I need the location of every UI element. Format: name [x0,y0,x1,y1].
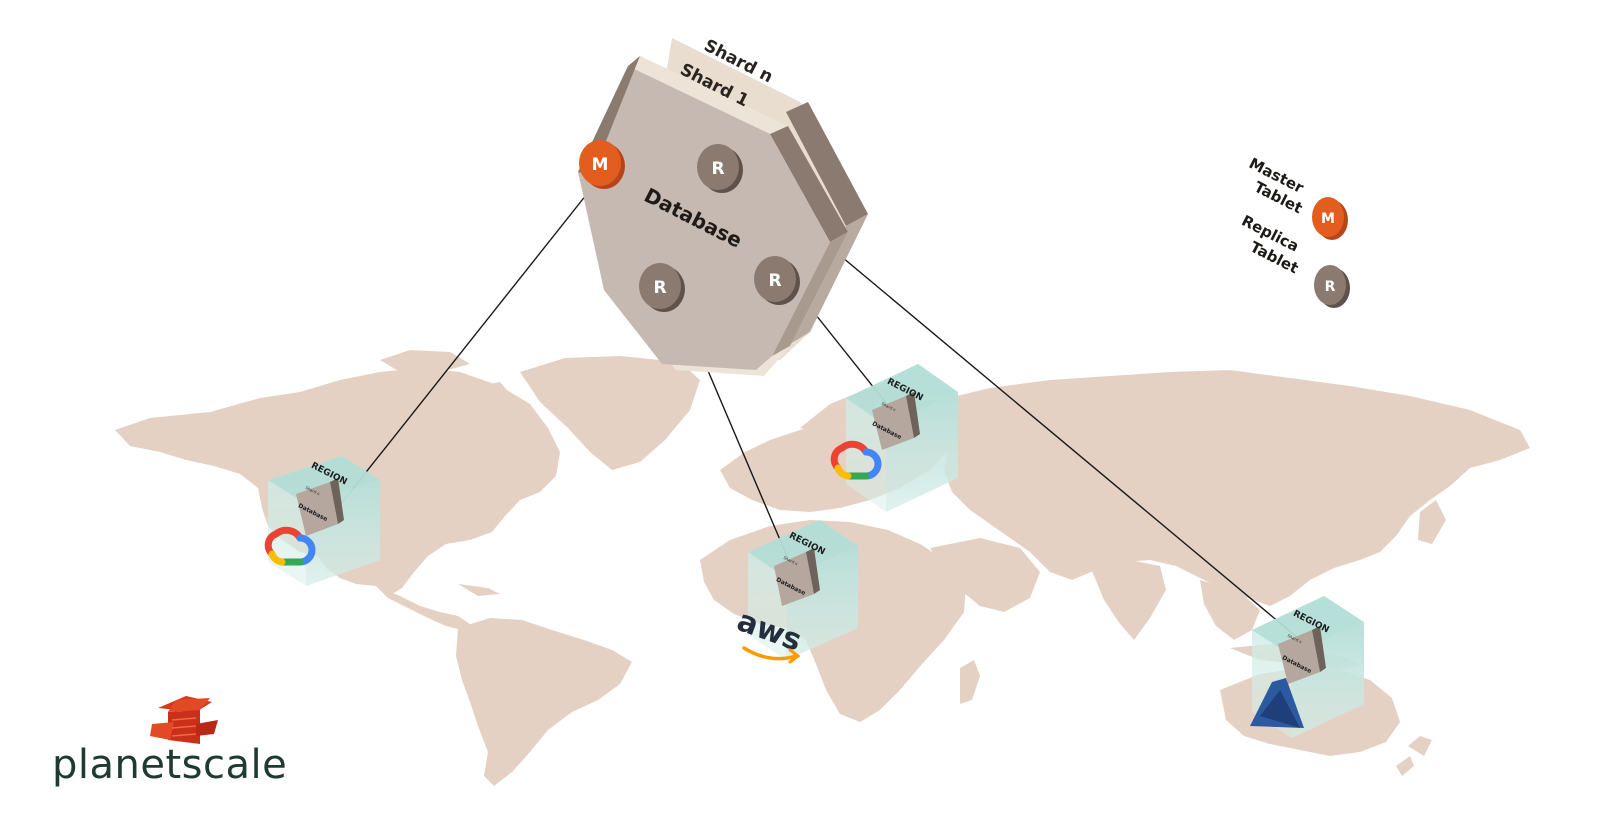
landmass-madagascar [960,660,980,704]
landmass-south-america [456,618,632,786]
replica-tablet-letter: R [711,159,724,179]
region-north-america[interactable]: REGION Shard n Database [268,456,380,586]
google-cloud-icon [830,440,882,480]
google-cloud-icon [264,526,316,566]
replica-tablet-letter: R [653,278,666,298]
azure-icon [1250,678,1304,728]
replica-tablet-top[interactable]: R [697,144,743,193]
region-shard-text: Shard n [305,485,321,497]
replica-tablet-bottom[interactable]: R [639,263,685,312]
landmass-arctic-islands [380,350,470,372]
database-cluster: Shard n Shard 1 Database M R R R [578,36,868,376]
landmass-new-zealand [1408,736,1432,756]
master-tablet-letter: M [592,155,609,175]
legend: Master Tablet M Replica Tablet R [1239,154,1350,308]
legend-master-letter: M [1321,211,1335,227]
region-shard-text: Shard n [783,555,799,567]
region-shard-text: Shard n [1287,633,1303,645]
landmass-asia [940,370,1530,606]
legend-replica-letter: R [1325,279,1336,295]
legend-replica-swatch: R [1314,265,1350,308]
landmass-japan [1418,500,1446,544]
landmass-greenland [520,356,700,470]
legend-master-swatch: M [1312,197,1348,240]
region-europe[interactable]: REGION Shard n Database [846,364,958,512]
landmass-central-america [376,586,470,630]
landmass-india [1090,560,1166,640]
master-tablet[interactable]: M [579,140,625,189]
replica-tablet-letter: R [768,271,781,291]
replica-tablet-right[interactable]: R [754,256,800,305]
region-shard-text: Shard n [881,401,897,413]
landmass-southeast-asia [1200,580,1260,640]
region-africa[interactable]: REGION Shard n Database [748,520,858,660]
brand-name: planetscale [52,742,288,788]
landmass-uk [738,454,766,484]
planetscale-logo-icon [150,696,218,744]
landmass-arabia [930,538,1040,612]
link-master-to-region-us [335,179,599,511]
